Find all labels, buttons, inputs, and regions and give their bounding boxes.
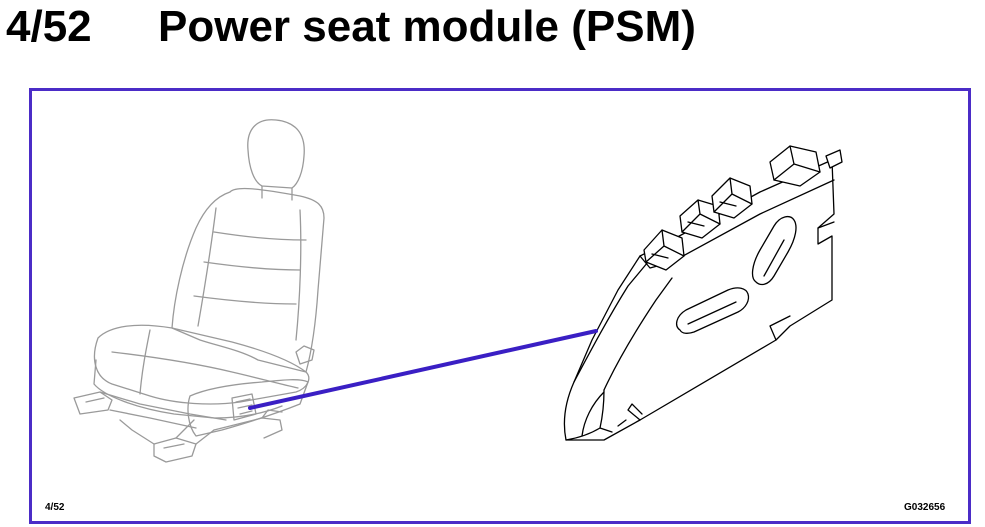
page-number: 4/52: [6, 2, 92, 51]
seat-backrest: [171, 187, 325, 373]
power-seat-illustration: [73, 119, 325, 463]
figure-frame: [29, 88, 971, 524]
psm-slot-upper: [751, 215, 797, 286]
seat-rails: [73, 391, 113, 415]
seat-headrest: [247, 119, 305, 189]
seat-side-shield: [187, 379, 309, 437]
psm-connector-2: [679, 199, 721, 239]
psm-mounting-stud: [825, 149, 843, 169]
leader-line: [248, 329, 598, 410]
page-title: Power seat module (PSM): [158, 2, 696, 51]
psm-illustration: [563, 145, 843, 441]
figure-number-label: 4/52: [45, 502, 65, 513]
psm-connector-1: [643, 229, 685, 271]
psm-connector-3: [711, 177, 753, 219]
psm-slot-lower: [675, 287, 750, 334]
figure-reference-code: G032656: [904, 502, 946, 513]
psm-connector-4: [769, 145, 821, 187]
